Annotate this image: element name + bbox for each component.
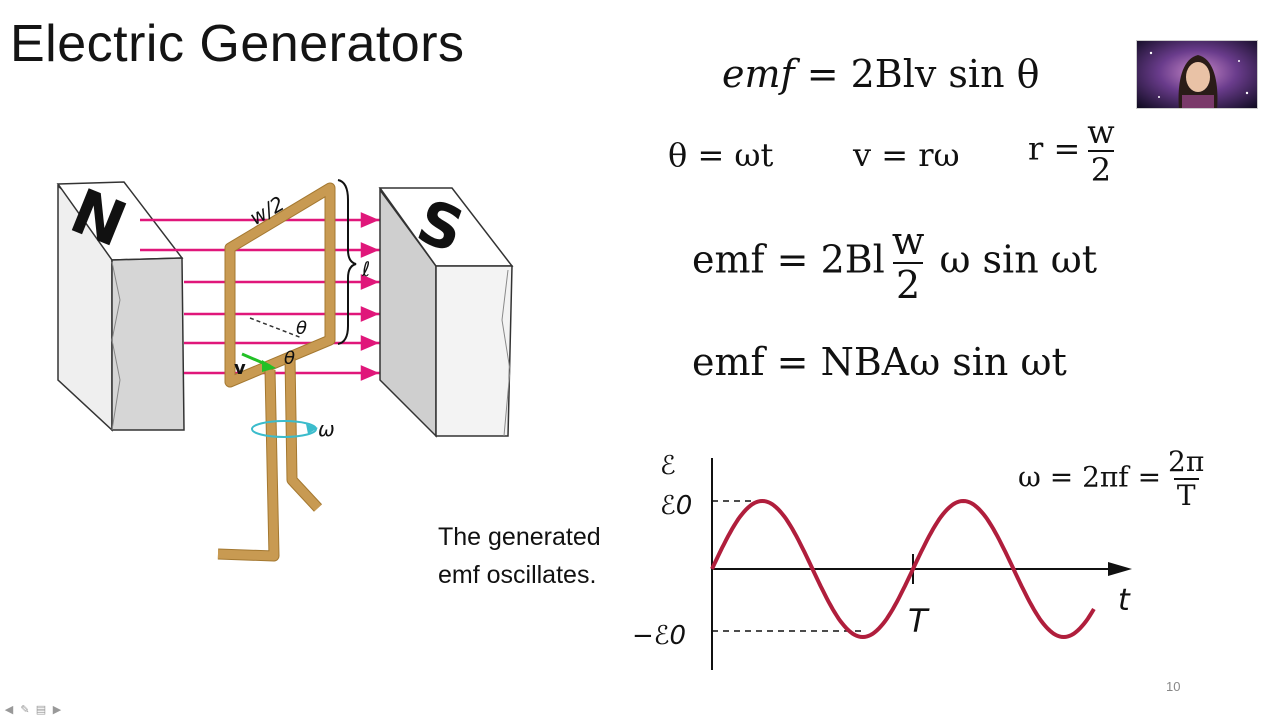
pen-tool-icon[interactable]: ✎ (20, 703, 30, 716)
angular-frequency-denominator: T (1173, 478, 1199, 510)
next-slide-icon[interactable]: ▶ (52, 703, 62, 716)
generator-diagram: N θ θ v ω w/2 ℓ (56, 174, 514, 562)
emf-expanded-denominator: 2 (893, 262, 924, 304)
peak-label: ℰ0 (660, 491, 692, 521)
rotation-indicator (251, 420, 317, 438)
period-label: T (908, 602, 930, 640)
presenter-webcam (1136, 40, 1258, 109)
north-magnet: N (56, 174, 185, 432)
emf-expanded-lhs: emf = 2Bl (692, 237, 885, 282)
emf-symbol: emf (722, 52, 795, 96)
oscillation-note: The generated emf oscillates. (438, 518, 601, 594)
angular-frequency-lhs: ω = 2πf = (1018, 460, 1162, 494)
slide-menu-icon[interactable]: ▤ (35, 703, 47, 716)
angle-label-lower: θ (284, 348, 295, 369)
emf-curve (710, 498, 1096, 640)
theta-equation: θ = ωt (668, 136, 774, 174)
rotating-coil (217, 182, 336, 562)
south-magnet-side (435, 265, 513, 437)
width-label: w/2 (245, 191, 288, 230)
angle-label-upper: θ (296, 318, 307, 339)
omega-label: ω (318, 417, 335, 441)
velocity-equation: v = rω (853, 136, 960, 174)
note-line-2: emf oscillates. (438, 561, 597, 589)
length-bracket (337, 179, 357, 345)
length-label: ℓ (361, 257, 370, 281)
emf-graph: ℰ ℰ0 −ℰ0 t T (632, 451, 1132, 670)
velocity-label: v (234, 358, 246, 379)
slide-title: Electric Generators (10, 15, 465, 73)
emf-equation-basic-rhs: = 2Blv sin θ (806, 52, 1040, 96)
emf-expanded-rhs: ω sin ωt (939, 237, 1097, 282)
previous-slide-icon[interactable]: ◀ (4, 703, 14, 716)
radius-equation-lhs: r = (1028, 129, 1081, 168)
emf-expanded-numerator: w (891, 219, 925, 263)
emf-equation-final: emf = NBAω sin ωt (692, 340, 1067, 384)
y-axis-label: ℰ (660, 451, 676, 481)
note-line-1: The generated (438, 523, 601, 551)
south-magnet: S (378, 187, 514, 438)
x-axis-arrow (1108, 562, 1132, 576)
radius-fraction-numerator: w (1087, 113, 1115, 151)
angular-frequency-numerator: 2π (1168, 445, 1205, 478)
radius-fraction-denominator: 2 (1087, 150, 1115, 186)
north-magnet-face (111, 257, 185, 431)
slide-navigation: ◀ ✎ ▤ ▶ (2, 704, 64, 716)
emf-equation-basic: emf = 2Blv sin θ (722, 52, 1040, 96)
trough-label: −ℰ0 (632, 621, 686, 651)
page-number: 10 (1166, 679, 1181, 694)
x-axis-label: t (1118, 583, 1131, 618)
